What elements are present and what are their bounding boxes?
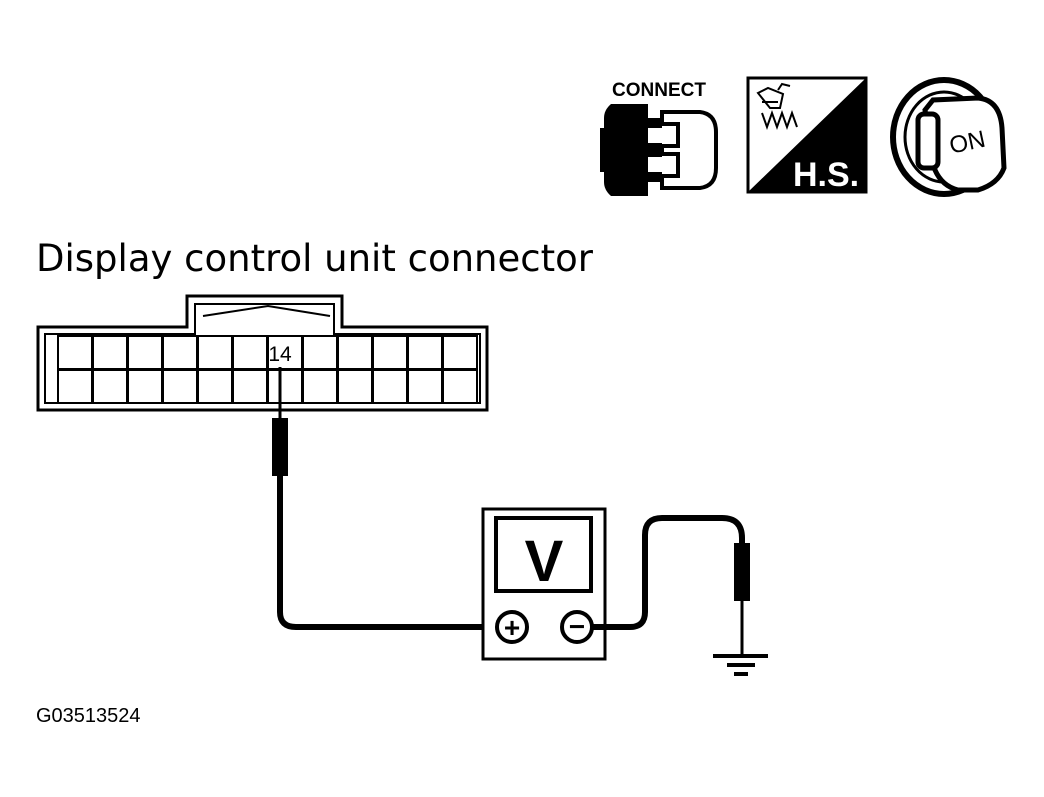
connector-pin-cavity <box>267 369 303 404</box>
positive-terminal-symbol: + <box>504 612 520 643</box>
connector-pin-cavity <box>127 369 163 404</box>
connector-pin-cavity <box>407 369 443 404</box>
ground-symbol <box>713 654 768 676</box>
connector-pin-cavity <box>92 335 128 370</box>
connector-pin-grid <box>57 335 478 404</box>
voltmeter: V + − <box>481 507 607 661</box>
negative-terminal-symbol: − <box>569 611 585 642</box>
connector-pin-label: 14 <box>268 343 292 366</box>
connector-pin-cavity <box>442 335 478 370</box>
connector-pin-cavity <box>162 335 198 370</box>
connector-pin-cavity <box>372 369 408 404</box>
probe-positive <box>272 418 288 476</box>
connector-pin-cavity <box>232 369 268 404</box>
connector-pin-cavity <box>92 369 128 404</box>
connector-pin-cavity <box>302 335 338 370</box>
connector-pin-cavity <box>197 369 233 404</box>
ignition-key-icon: ON <box>890 77 1007 197</box>
connect-icon-label: CONNECT <box>612 80 706 101</box>
negative-lead-wire <box>592 515 745 630</box>
connector-pin-cavity <box>162 369 198 404</box>
figure-id: G03513524 <box>36 705 141 727</box>
hs-icon: H.S. <box>746 76 868 194</box>
connector-pin-cavity <box>197 335 233 370</box>
connector-pin-cavity <box>57 335 93 370</box>
seat-icon <box>756 82 798 130</box>
connector-pin-cavity <box>127 335 163 370</box>
connector-latch <box>202 304 331 317</box>
connector-pin-cavity <box>57 369 93 404</box>
connector-pin-cavity <box>302 369 338 404</box>
connect-icon: CONNECT <box>600 80 718 196</box>
connector-pin-cavity <box>232 335 268 370</box>
connector-pin-cavity <box>442 369 478 404</box>
voltmeter-display <box>494 516 593 593</box>
probe-negative <box>734 543 750 601</box>
connector-pin-cavity <box>372 335 408 370</box>
hs-icon-label: H.S. <box>793 156 859 194</box>
connector-pin-cavity <box>337 369 373 404</box>
connector: 14 <box>36 294 489 412</box>
voltmeter-unit: V <box>525 529 564 594</box>
connector-pin-cavity <box>407 335 443 370</box>
connector-pin-cavity <box>267 335 303 370</box>
positive-terminal <box>495 610 529 644</box>
positive-lead-wire <box>277 476 498 630</box>
connector-pin-cavity <box>337 335 373 370</box>
connector-title: Display control unit connector <box>36 237 594 280</box>
